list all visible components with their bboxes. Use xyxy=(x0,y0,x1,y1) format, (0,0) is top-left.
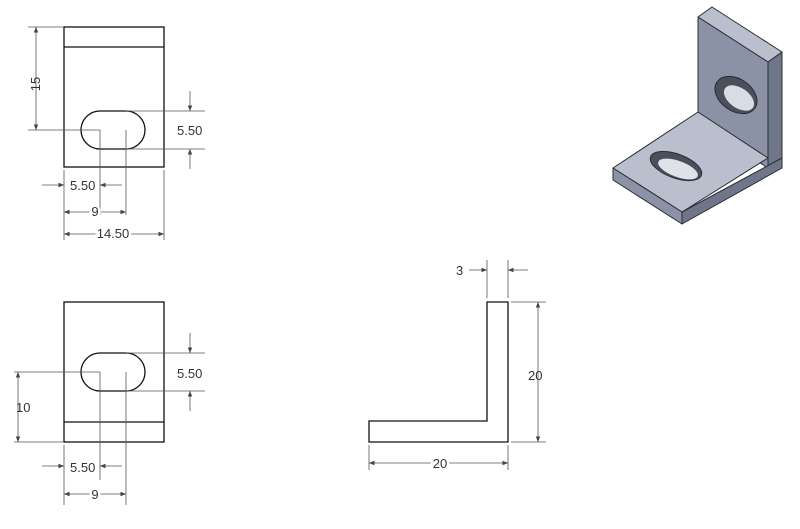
front-view: 5.50 10 5.50 9 xyxy=(14,301,205,505)
isometric-view xyxy=(612,6,783,225)
dim-label-9-front: 9 xyxy=(91,487,98,502)
dim-top-height: 15 xyxy=(28,26,100,131)
dim-label-3: 3 xyxy=(456,263,463,278)
dim-label-5-50-right: 5.50 xyxy=(177,123,202,138)
side-view: 3 20 20 xyxy=(368,260,546,474)
iso-base-slot-inner xyxy=(658,158,698,180)
top-view: 15 5.50 5.50 9 14.50 xyxy=(28,26,205,244)
dim-label-5-50-bottom: 5.50 xyxy=(70,178,95,193)
dim-top-slot-width: 5.50 xyxy=(126,91,205,169)
iso-vertical-slot-inner xyxy=(723,85,755,111)
dim-label-10: 10 xyxy=(16,400,30,415)
dim-front-horizontal: 5.50 9 xyxy=(42,372,127,505)
dim-label-15: 15 xyxy=(28,77,43,91)
dim-side-thickness: 3 xyxy=(456,260,528,298)
dim-label-5-50-front-bottom: 5.50 xyxy=(70,460,95,475)
dim-label-5-50-front-right: 5.50 xyxy=(177,366,202,381)
dim-label-14-50: 14.50 xyxy=(97,226,130,241)
side-view-profile xyxy=(368,301,509,443)
dim-side-height: 20 xyxy=(511,301,546,443)
iso-vertical-side-face xyxy=(767,51,783,169)
dim-front-height: 10 xyxy=(14,371,100,443)
dim-label-9-top: 9 xyxy=(91,204,98,219)
dim-label-20-bottom: 20 xyxy=(433,456,447,471)
dim-front-slot-width: 5.50 xyxy=(126,333,205,411)
iso-base-side-face xyxy=(681,157,783,225)
dim-label-20-right: 20 xyxy=(528,368,542,383)
dim-side-width: 20 xyxy=(368,445,509,474)
top-view-outline xyxy=(63,26,165,168)
dim-top-horizontal: 5.50 9 14.50 xyxy=(42,130,165,244)
